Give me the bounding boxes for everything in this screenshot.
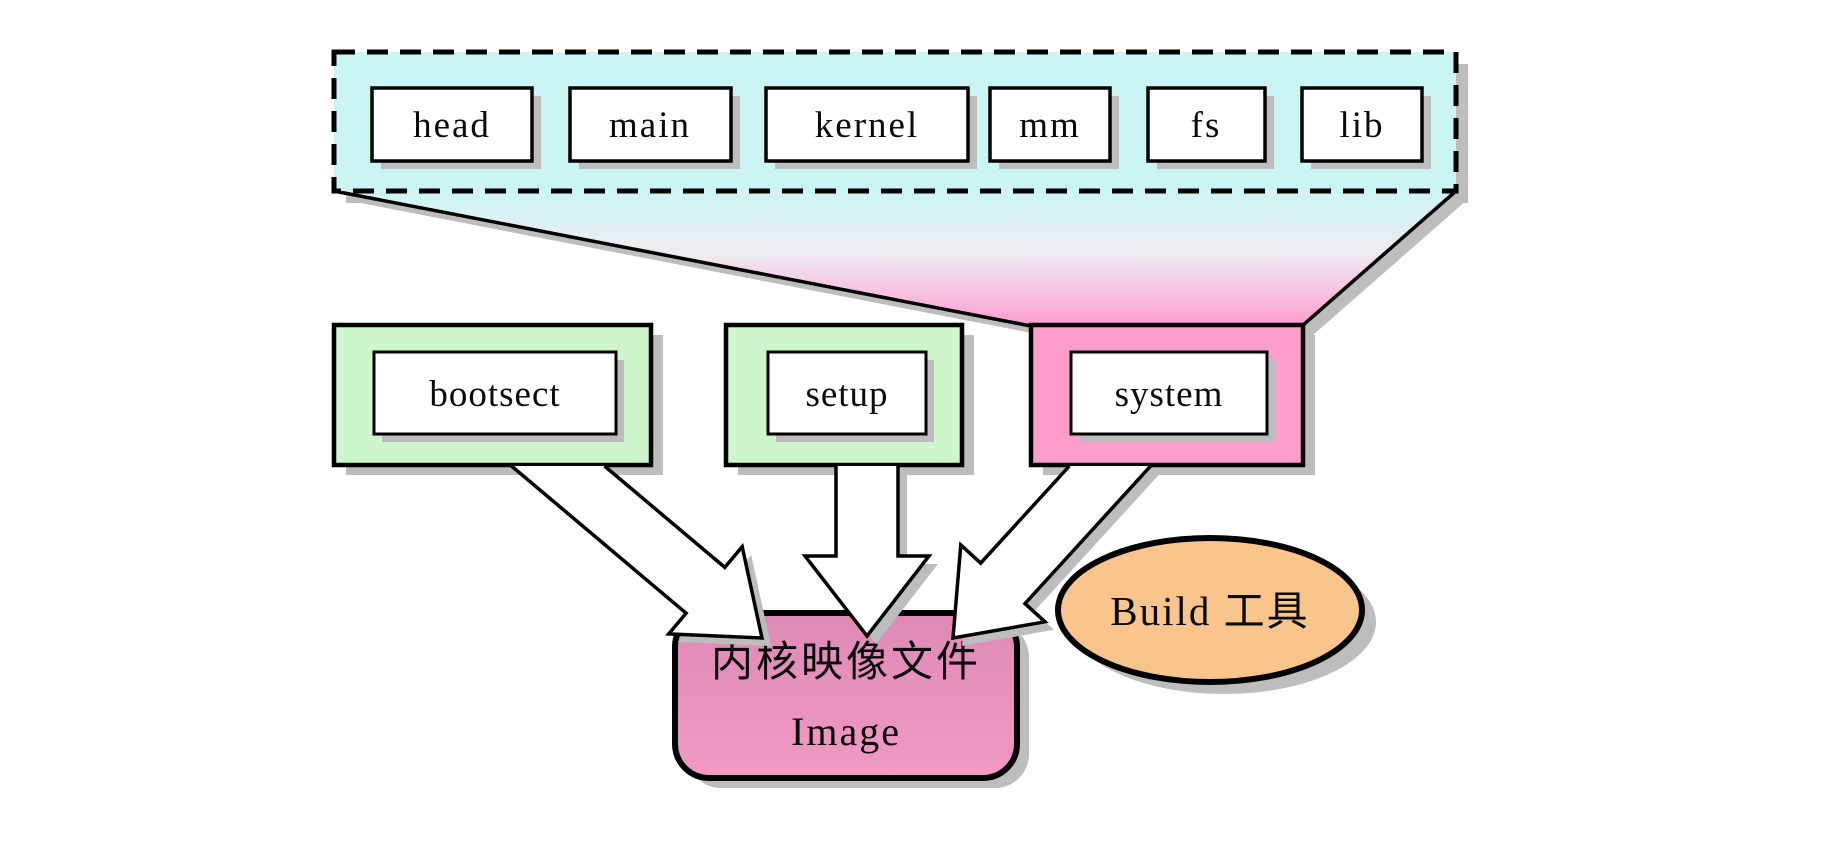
arrow-setup-to-image — [801, 466, 933, 639]
module-label-main: main — [609, 105, 691, 146]
module-label-kernel: kernel — [815, 105, 919, 146]
module-box-main-group: main — [568, 86, 740, 169]
module-box-lib-group: lib — [1300, 86, 1431, 169]
component-label-bootsect: bootsect — [429, 374, 560, 415]
module-box-mm — [988, 86, 1112, 163]
build-tool-ellipse — [1055, 535, 1365, 685]
component-inner-box-bootsect — [372, 350, 618, 436]
component-box-system-group: system — [1028, 322, 1315, 475]
arrow-bootsect-to-image — [510, 464, 765, 640]
module-box-fs-group: fs — [1146, 86, 1274, 169]
expansion-funnel-left-edge — [333, 189, 1032, 328]
module-label-head: head — [413, 105, 491, 146]
module-box-fs — [1146, 86, 1267, 163]
module-label-fs: fs — [1191, 105, 1222, 146]
component-label-system: system — [1115, 374, 1224, 415]
component-inner-box-system — [1069, 350, 1269, 436]
expansion-funnel — [334, 191, 1456, 326]
kernel-image-box — [672, 610, 1020, 781]
module-box-lib — [1300, 86, 1424, 163]
module-box-head-group: head — [370, 86, 541, 169]
kernel-image-label-en: Image — [791, 709, 901, 754]
kernel-image-box-group: 内核映像文件 Image — [672, 610, 1029, 788]
component-box-bootsect-group: bootsect — [331, 322, 663, 475]
kernel-image-label-zh: 内核映像文件 — [711, 639, 981, 686]
component-box-setup-group: setup — [723, 322, 974, 475]
module-box-kernel-group: kernel — [764, 86, 977, 169]
module-box-main — [568, 86, 733, 163]
component-label-setup: setup — [805, 374, 888, 415]
module-box-head — [370, 86, 534, 163]
module-box-mm-group: mm — [988, 86, 1119, 169]
build-tool-group: Build 工具 — [1055, 535, 1376, 694]
build-tool-label: Build 工具 — [1110, 588, 1309, 634]
arrow-system-to-image — [951, 464, 1152, 641]
module-box-kernel — [764, 86, 970, 163]
module-label-mm: mm — [1019, 105, 1081, 146]
component-inner-box-setup — [766, 350, 928, 436]
expansion-funnel-right-edge — [1300, 189, 1458, 328]
module-label-lib: lib — [1339, 105, 1384, 146]
